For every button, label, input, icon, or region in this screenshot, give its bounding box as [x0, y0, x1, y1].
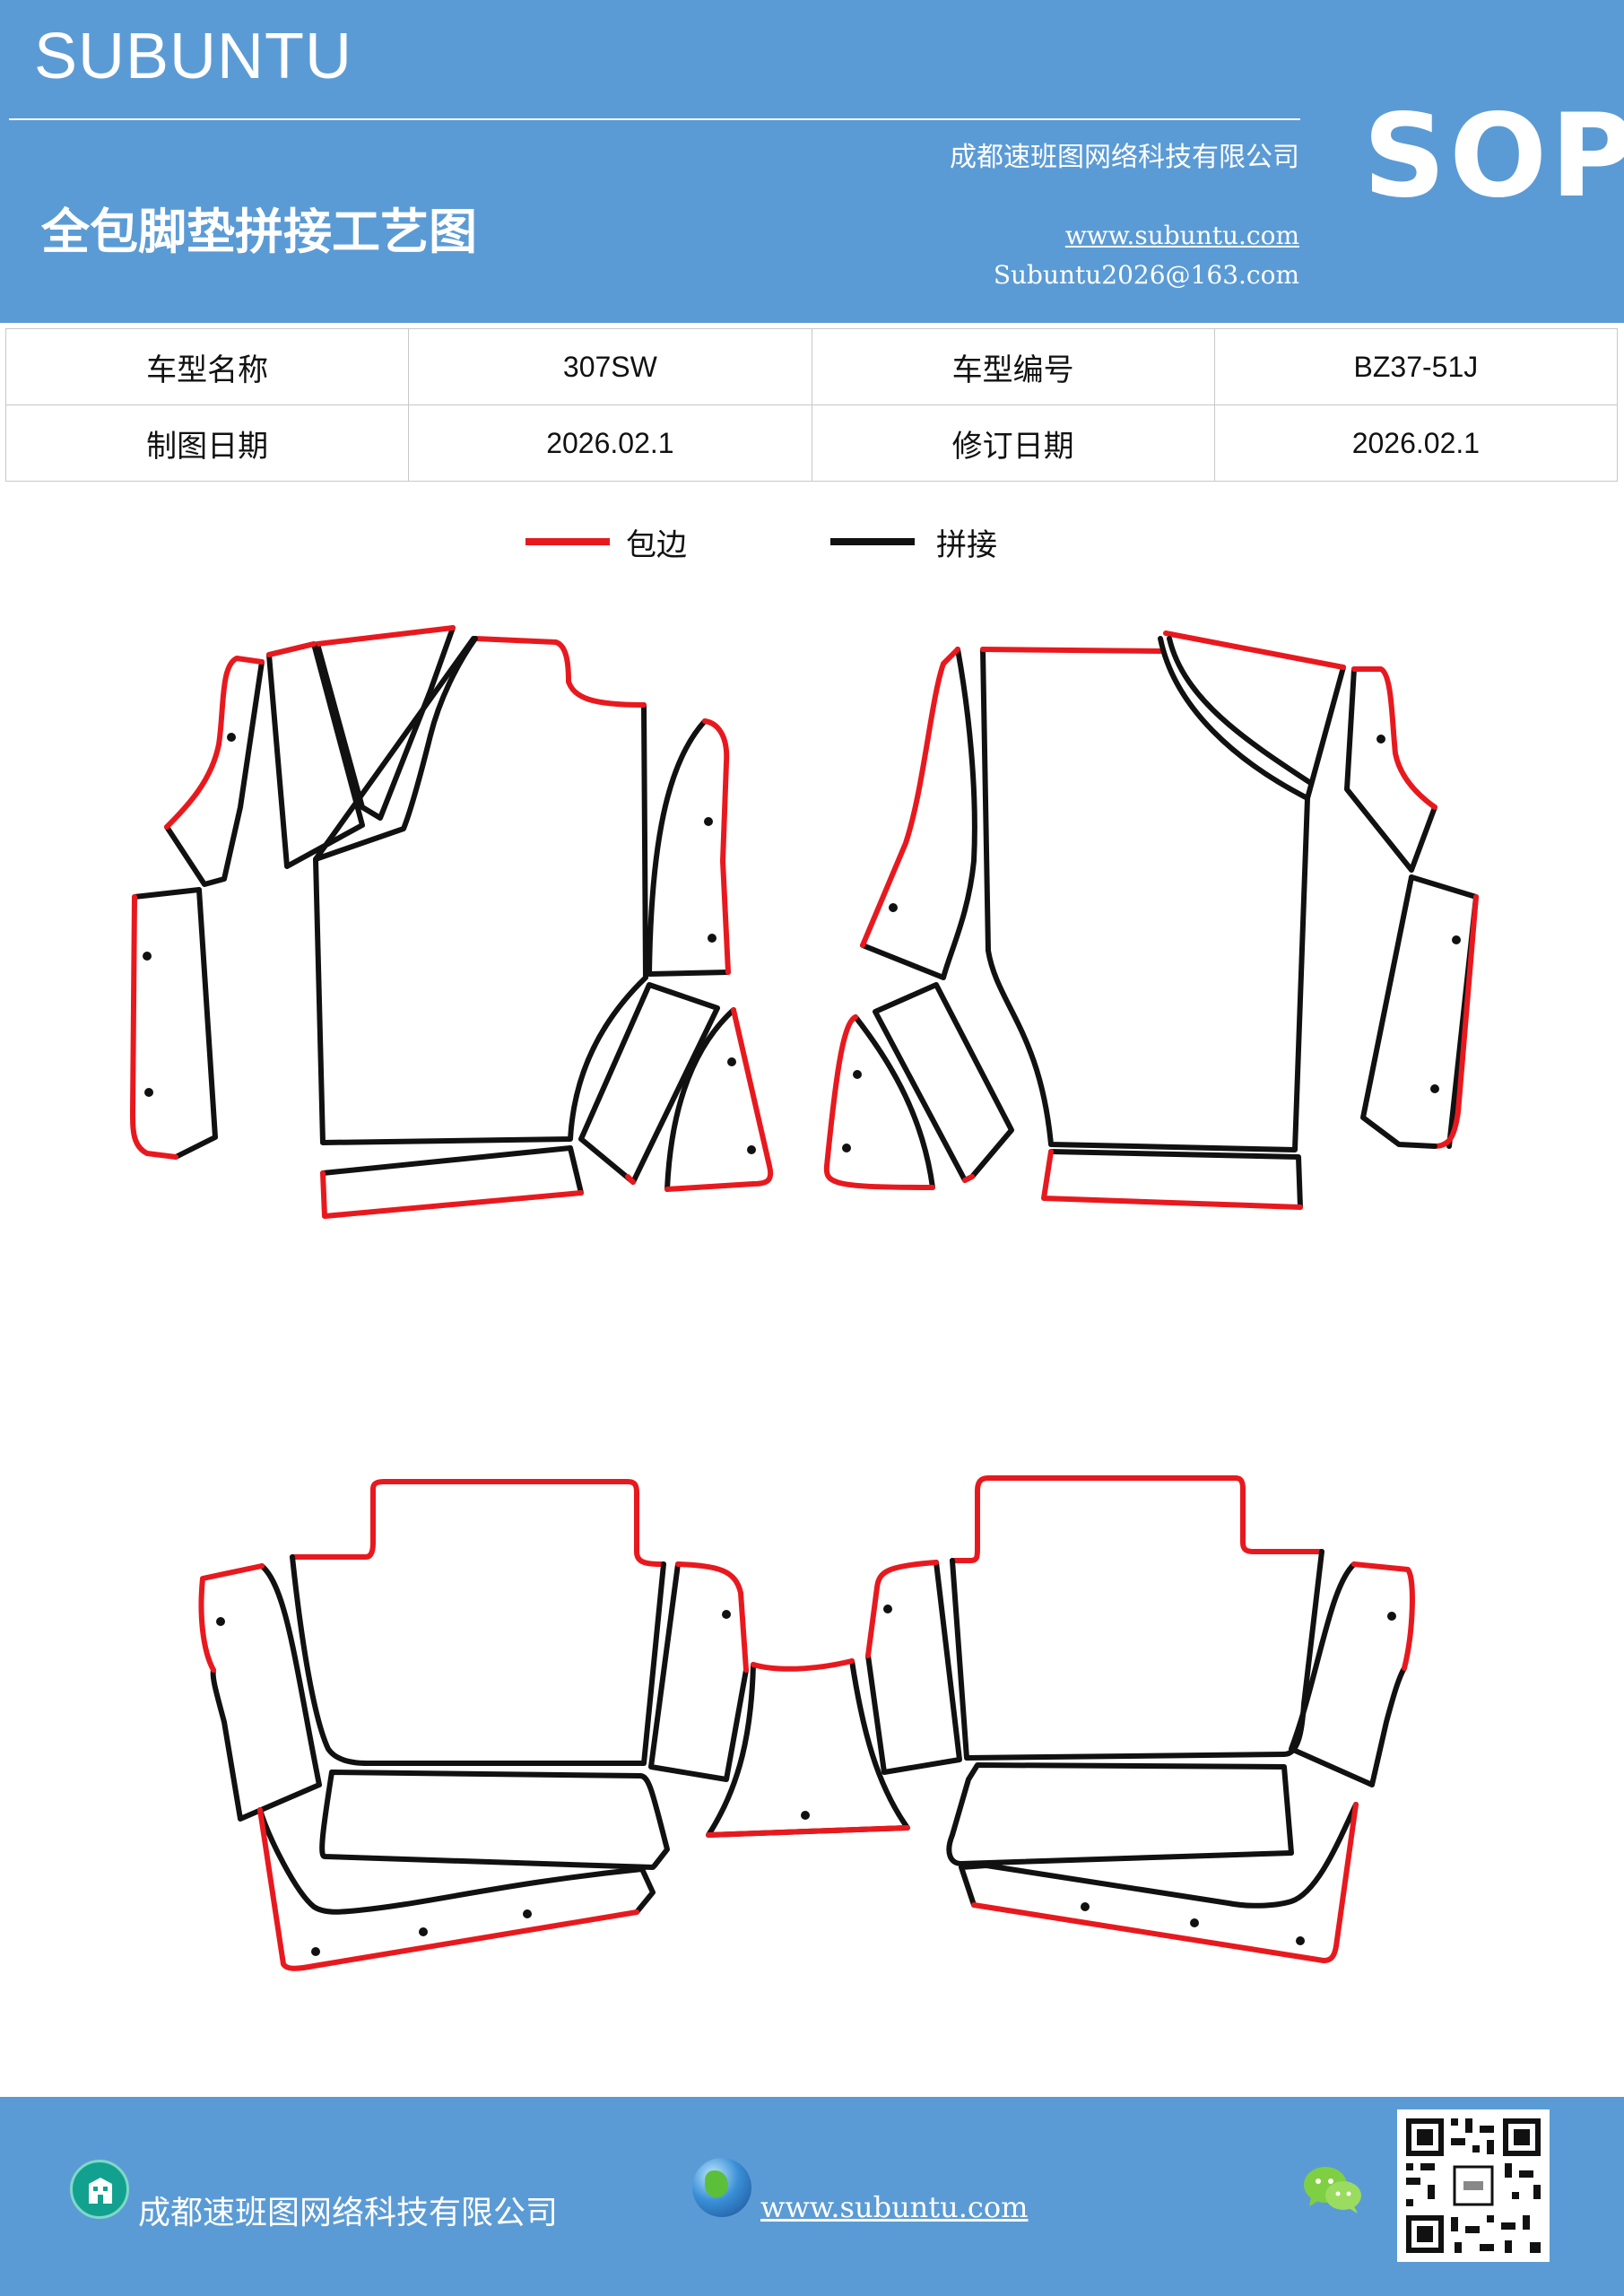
revision-date-label: 修订日期	[811, 404, 1215, 482]
email-address: Subuntu2026@163.com	[993, 260, 1299, 290]
model-name-label: 车型名称	[4, 328, 410, 405]
draw-date-value: 2026.02.1	[408, 404, 812, 482]
company-name: 成都速班图网络科技有限公司	[950, 142, 1299, 173]
model-code-value: BZ37-51J	[1213, 328, 1619, 405]
header-banner	[0, 0, 1624, 323]
model-name-value: 307SW	[408, 328, 812, 405]
page-title: 全包脚垫拼接工艺图	[41, 203, 477, 260]
footer-company: 成都速班图网络科技有限公司	[138, 2195, 559, 2231]
header-divider	[9, 118, 1300, 120]
edge-swatch	[525, 538, 610, 545]
front-left-dots	[143, 733, 756, 1154]
rear-right-mat	[865, 1475, 1415, 1963]
seam-swatch	[830, 538, 915, 545]
building-icon	[70, 2160, 129, 2219]
sop-badge: SOP	[1363, 90, 1624, 223]
front-right-mat	[823, 631, 1479, 1210]
rear-left-dots	[216, 1610, 810, 1956]
rear-right-dots	[883, 1605, 1396, 1945]
rear-left-mat	[198, 1479, 910, 1971]
front-right-dots	[842, 735, 1461, 1152]
revision-date-value: 2026.02.1	[1213, 404, 1619, 482]
table-row: 车型名称 307SW 车型编号 BZ37-51J	[4, 328, 1619, 405]
brand-name: SUBUNTU	[34, 21, 353, 92]
globe-icon	[692, 2158, 751, 2217]
website-link[interactable]: www.subuntu.com	[1064, 221, 1299, 250]
qr-code[interactable]	[1397, 2109, 1550, 2262]
edge-legend-label: 包边	[626, 527, 687, 563]
vehicle-info-table: 车型名称 307SW 车型编号 BZ37-51J 制图日期 2026.02.1 …	[4, 328, 1619, 482]
table-row: 制图日期 2026.02.1 修订日期 2026.02.1	[4, 404, 1619, 482]
front-left-mat	[130, 625, 774, 1219]
footer-website-link[interactable]: www.subuntu.com	[760, 2190, 1029, 2224]
mat-pattern-drawing	[130, 625, 1479, 1971]
wechat-icon[interactable]	[1302, 2163, 1365, 2217]
legend: 包边 拼接	[0, 520, 1624, 574]
draw-date-label: 制图日期	[4, 404, 410, 482]
seam-legend-label: 拼接	[936, 527, 997, 563]
model-code-label: 车型编号	[811, 328, 1215, 405]
